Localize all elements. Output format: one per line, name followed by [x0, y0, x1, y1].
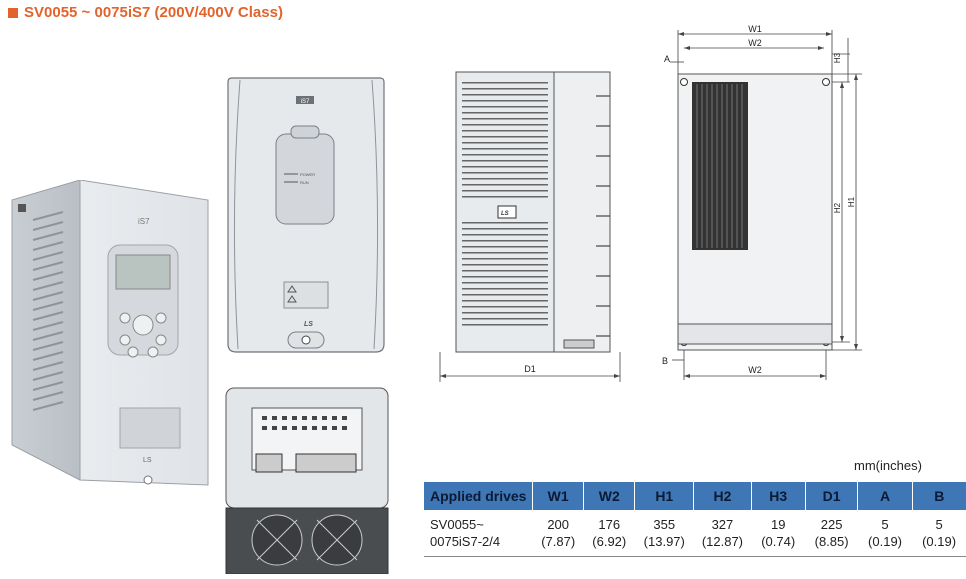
front-view: iS7 POWER RUN LS [227, 77, 385, 353]
dim-h3-label: H3 [833, 52, 842, 63]
units-label: mm(inches) [854, 458, 922, 473]
table-row: SV0055~0075iS7-2/4 200(7.87) 176(6.92) 3… [424, 510, 966, 557]
cell-b: 5(0.19) [912, 510, 966, 557]
col-b: B [911, 482, 966, 510]
title-text: SV0055 ~ 0075iS7 (200V/400V Class) [24, 4, 283, 21]
cell-h3: 19(0.74) [751, 510, 806, 557]
cell-d1: 225(8.85) [805, 510, 858, 557]
lcd-display [115, 254, 171, 290]
heatsink-fins [692, 82, 748, 250]
drive-3d-view: iS7 LS [11, 180, 209, 486]
power-text: POWER [300, 172, 315, 177]
col-d1: D1 [804, 482, 858, 510]
col-w2: W2 [583, 482, 635, 510]
front-model-plate [296, 96, 314, 104]
side-view: LS D1 [439, 71, 621, 382]
drive-name-cell: SV0055~0075iS7-2/4 [424, 510, 533, 557]
front-model-text: iS7 [301, 99, 310, 105]
front-logo: LS [304, 321, 313, 328]
3d-logo: LS [143, 457, 152, 464]
col-w1: W1 [532, 482, 584, 510]
nav-button [132, 314, 154, 336]
mount-hole [18, 204, 26, 212]
col-h2: H2 [693, 482, 752, 510]
col-h1: H1 [634, 482, 694, 510]
cell-w1: 200(7.87) [532, 510, 584, 557]
3d-brand-label: iS7 [138, 217, 150, 226]
cell-h1: 355(13.97) [634, 510, 694, 557]
dim-w2-label: W2 [748, 38, 762, 48]
dim-b-label: B [662, 356, 668, 366]
table-header-row: Applied drives W1 W2 H1 H2 H3 D1 A B [424, 482, 966, 510]
run-text: RUN [300, 180, 309, 185]
front-keypad-cover [275, 133, 335, 225]
dim-w1-label: W1 [748, 24, 762, 34]
dimension-table: Applied drives W1 W2 H1 H2 H3 D1 A B SV0… [424, 482, 966, 557]
cell-w2: 176(6.92) [583, 510, 635, 557]
side-logo: LS [501, 211, 509, 217]
title-bullet [8, 7, 18, 18]
cell-a: 5(0.19) [857, 510, 913, 557]
col-h3: H3 [750, 482, 806, 510]
dim-h1-label: H1 [847, 196, 856, 207]
dim-w2-bottom-label: W2 [748, 365, 762, 375]
rear-view: W1 W2 A H3 H2 H1 B W2 [662, 24, 862, 380]
col-a: A [857, 482, 913, 510]
cell-h2: 327(12.87) [693, 510, 752, 557]
dim-a-label: A [664, 54, 670, 64]
col-applied-drives: Applied drives [424, 482, 533, 510]
dim-d1-label: D1 [524, 364, 536, 374]
bottom-view [225, 387, 389, 574]
dim-h2-label: H2 [833, 202, 842, 213]
warning-label [119, 407, 181, 449]
front-warning-label [283, 281, 329, 309]
page-title: SV0055 ~ 0075iS7 (200V/400V Class) [8, 4, 283, 21]
